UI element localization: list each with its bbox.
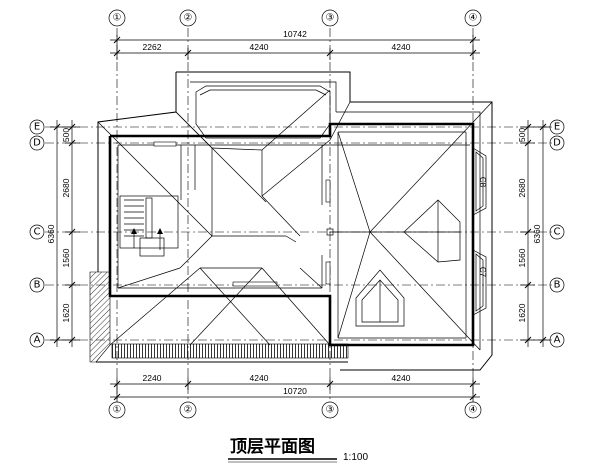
dim-right-4: 1620: [517, 303, 527, 322]
top-dimensions: 10742 2262 4240 4240: [110, 29, 480, 60]
left-dimensions: 6360 500 2680 1560 1620: [46, 120, 80, 347]
window-label-c7: C7: [478, 267, 487, 278]
axis-left-D: D: [33, 138, 41, 149]
interior-walls: [117, 131, 470, 339]
axis-top-2: ②: [184, 13, 193, 24]
dim-left-4: 1620: [61, 303, 71, 322]
dim-bottom-total: 10720: [283, 386, 307, 396]
axis-top-4: ④: [469, 13, 478, 24]
axis-left-B: B: [34, 280, 41, 291]
right-dimensions: 500 2680 1560 1620 6360: [517, 120, 550, 347]
dim-bottom-1: 2240: [143, 373, 162, 383]
axis-left-E: E: [34, 122, 40, 133]
dim-top-2: 4240: [250, 42, 269, 52]
bottom-dimensions: 2240 4240 4240 10720: [110, 373, 480, 402]
drawing-title: 顶层平面图 1:100: [228, 437, 368, 463]
scale-text: 1:100: [343, 452, 368, 463]
exterior-wall: [108, 122, 475, 347]
staircase: [119, 195, 179, 257]
eave-hatching: [89, 271, 349, 363]
axis-bottom-3: ③: [326, 405, 335, 416]
dim-bottom-3: 4240: [392, 373, 411, 383]
dim-left-total: 6360: [46, 224, 56, 243]
dim-right-1: 500: [517, 128, 527, 142]
dim-left-3: 1560: [61, 248, 71, 267]
axis-bottom-1: ①: [113, 405, 122, 416]
axis-bottom-2: ②: [184, 405, 193, 416]
title-text: 顶层平面图: [230, 437, 315, 457]
axis-bubbles: ① ② ③ ④ ① ② ③ ④ E D C B A E D C B A: [29, 9, 565, 419]
dim-bottom-2: 4240: [250, 373, 269, 383]
axis-right-B: B: [554, 280, 561, 291]
dim-top-1: 2262: [143, 42, 162, 52]
dim-right-2: 2680: [517, 178, 527, 197]
axis-left-C: C: [34, 227, 41, 238]
roof-ridges: [97, 89, 493, 351]
axis-right-D: D: [553, 138, 561, 149]
dim-top-3: 4240: [392, 42, 411, 52]
axis-right-E: E: [554, 122, 560, 133]
dim-left-2: 2680: [61, 178, 71, 197]
axis-right-C: C: [554, 227, 561, 238]
dim-right-3: 1560: [517, 248, 527, 267]
dim-top-total: 10742: [283, 29, 307, 39]
dim-left-1: 500: [61, 128, 71, 142]
bay-windows: C8 C7: [472, 147, 487, 316]
dormer: [195, 85, 331, 139]
axis-left-A: A: [34, 335, 41, 346]
axis-right-A: A: [554, 335, 561, 346]
window-label-c8: C8: [478, 177, 487, 188]
axis-bottom-4: ④: [469, 405, 478, 416]
roof-outline: [96, 71, 493, 371]
axis-top-1: ①: [113, 13, 122, 24]
dim-right-total: 6360: [532, 224, 542, 243]
axis-top-3: ③: [326, 13, 335, 24]
